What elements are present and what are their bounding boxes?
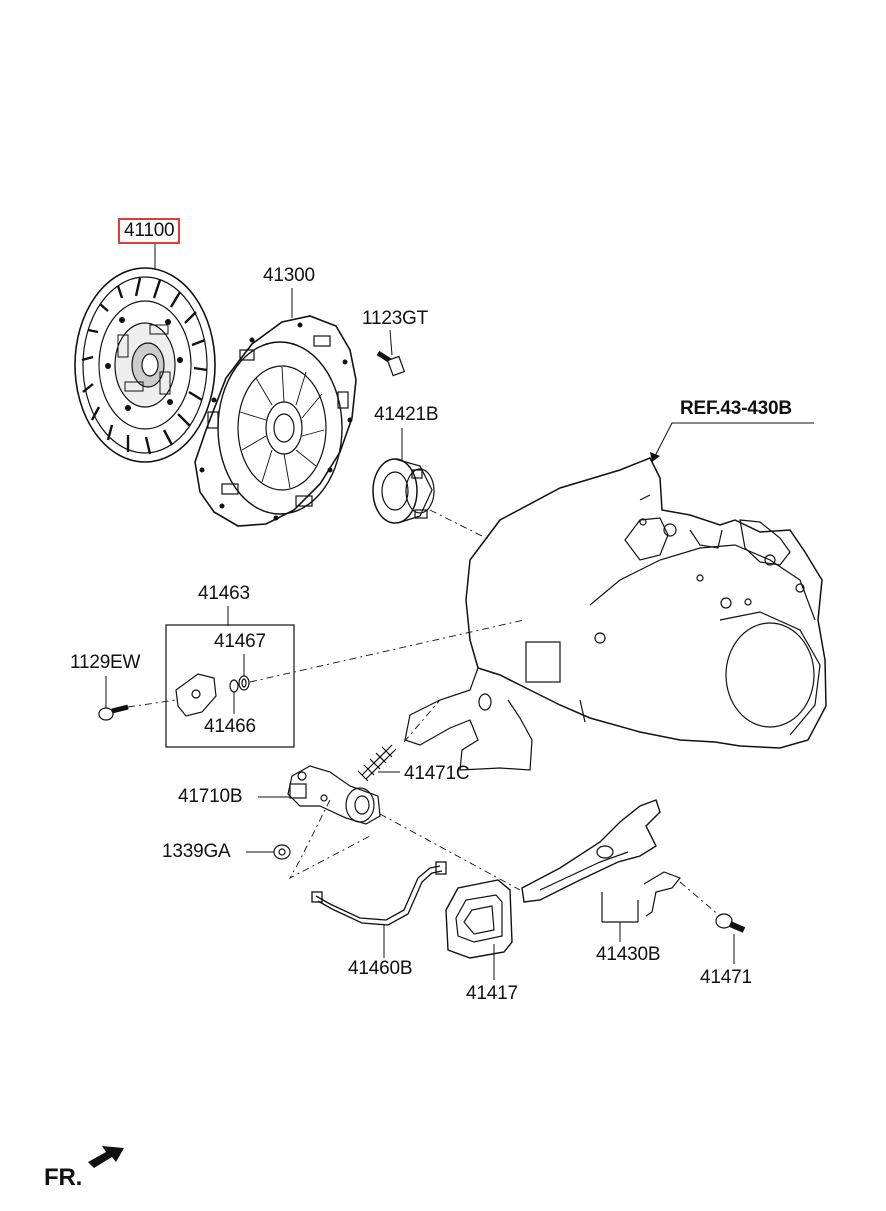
label-ref-43-430b[interactable]: REF.43-430B [680, 398, 792, 419]
label-41300[interactable]: 41300 [263, 265, 315, 286]
boot-41471c[interactable] [357, 744, 397, 782]
kit-box-41463 [165, 624, 295, 748]
label-41467[interactable]: 41467 [214, 631, 266, 652]
bolt-41471[interactable] [715, 913, 746, 933]
transaxle-housing [404, 457, 827, 771]
label-41463[interactable]: 41463 [198, 583, 250, 604]
label-41417[interactable]: 41417 [466, 983, 518, 1004]
label-41471c[interactable]: 41471C [404, 763, 470, 784]
dust-cover[interactable] [445, 879, 513, 959]
label-41421b[interactable]: 41421B [374, 404, 439, 425]
release-bearing[interactable] [372, 458, 435, 524]
label-41100[interactable]: 41100 [118, 218, 181, 244]
clutch-disc[interactable] [74, 267, 216, 463]
label-41430b[interactable]: 41430B [596, 944, 661, 965]
clutch-tube[interactable] [311, 861, 447, 926]
label-41466[interactable]: 41466 [204, 716, 256, 737]
front-arrow-icon [88, 1146, 124, 1168]
label-41460b[interactable]: 41460B [348, 958, 413, 979]
bracket[interactable] [175, 673, 250, 717]
nut-1339ga[interactable] [273, 844, 291, 860]
label-1339ga[interactable]: 1339GA [162, 841, 231, 862]
label-41471[interactable]: 41471 [700, 967, 752, 988]
bolt-1123gt[interactable] [376, 350, 406, 377]
label-1129ew[interactable]: 1129EW [70, 652, 141, 673]
clutch-cover[interactable] [194, 315, 357, 527]
release-fork[interactable] [521, 799, 681, 923]
front-direction-label: FR. [44, 1164, 83, 1191]
label-1123gt[interactable]: 1123GT [362, 308, 429, 329]
slave-cylinder[interactable] [287, 765, 381, 825]
bolt-1129ew[interactable] [98, 704, 129, 721]
label-41710b[interactable]: 41710B [178, 786, 243, 807]
